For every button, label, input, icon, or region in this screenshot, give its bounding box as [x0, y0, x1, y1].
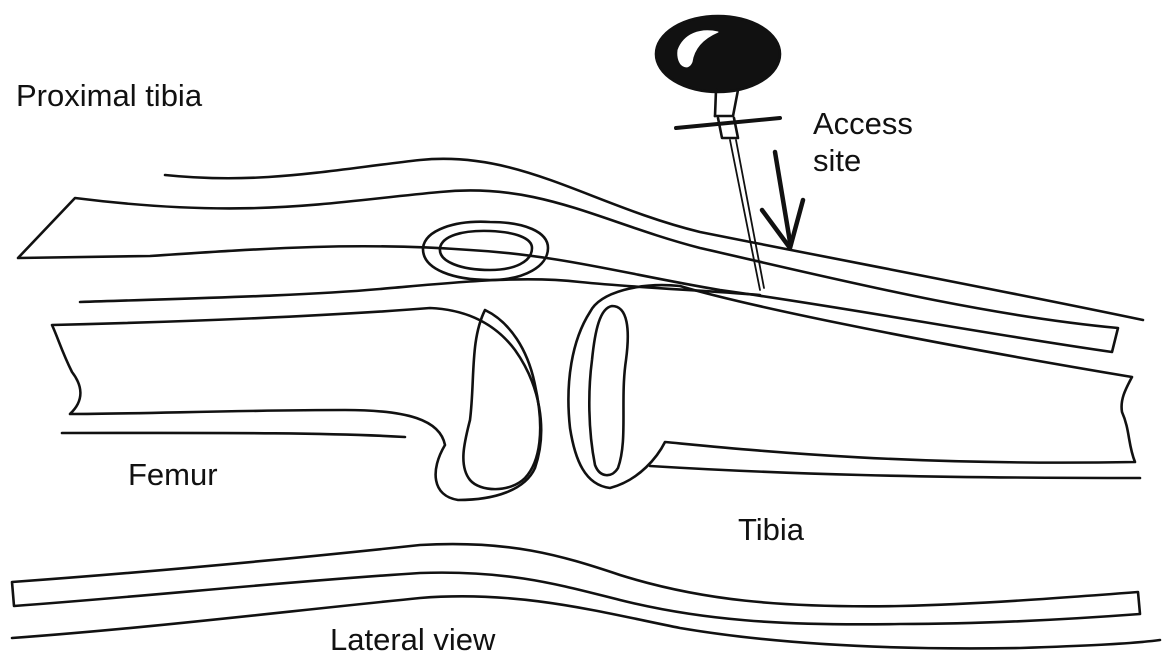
- tibia-lower-line: [650, 466, 1140, 478]
- tibia-label: Tibia: [738, 512, 804, 549]
- tibia-inner: [589, 306, 627, 475]
- femur-label: Femur: [128, 457, 218, 494]
- tibia-outline: [568, 285, 1135, 488]
- upper-skin-line: [165, 159, 1143, 320]
- access-site-label: Access site: [813, 106, 913, 179]
- diagram-title: Proximal tibia: [16, 78, 202, 115]
- patellar-tendon: [18, 190, 1118, 352]
- view-label: Lateral view: [330, 622, 495, 659]
- intraosseous-needle-icon: [656, 16, 780, 290]
- access-site-label-line1: Access: [813, 106, 913, 141]
- down-arrow-icon: [762, 152, 803, 248]
- posterior-soft-tissue-band: [12, 544, 1140, 624]
- infrapatellar-line: [80, 279, 760, 302]
- femur-outline: [52, 308, 541, 500]
- access-site-label-line2: site: [813, 143, 861, 178]
- femur-lower-line: [62, 433, 405, 437]
